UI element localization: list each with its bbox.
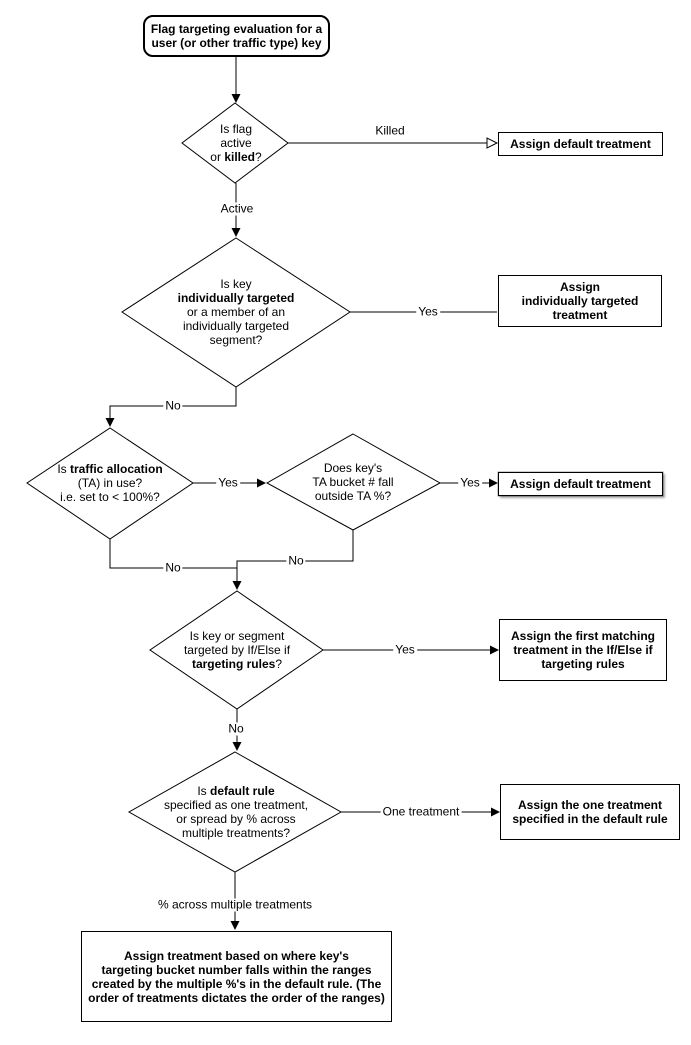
edge-label-killed: Killed: [373, 123, 407, 138]
edge-label-active: Active: [218, 201, 256, 216]
decision-traffic-allocation-text: Is traffic allocation (TA) in use? i.e. …: [57, 462, 163, 504]
result-bucket-ranges-treatment: Assign treatment based on where key's ta…: [81, 931, 392, 1022]
edge-label-yes-bucket: Yes: [458, 475, 482, 490]
arrowhead-into-one-treatment: [491, 807, 500, 817]
edge-label-one-treatment: One treatment: [380, 804, 462, 819]
edge-label-pct-across: % across multiple treatments: [155, 897, 315, 912]
start-node: Flag targeting evaluation for a user (or…: [143, 15, 330, 57]
decision-flag-active-shape: [181, 102, 289, 184]
arrowhead-hollow-into-default-treatment-1: [486, 137, 499, 149]
edge-label-yes-individual: Yes: [416, 304, 440, 319]
decision-targeting-rules-shape: [149, 590, 324, 710]
result-default-treatment-1: Assign default treatment: [498, 132, 663, 156]
result-default-treatment-2: Assign default treatment: [498, 472, 663, 496]
edge-label-yes-rules: Yes: [393, 642, 417, 657]
edge-label-no-bucket: No: [286, 553, 306, 568]
arrowhead-into-traffic-allocation: [105, 418, 115, 427]
decision-traffic-allocation-shape: [26, 427, 194, 540]
result-one-treatment: Assign the one treatment specified in th…: [500, 784, 680, 840]
result-first-matching-treatment: Assign the first matching treatment in t…: [499, 619, 667, 681]
decision-flag-active-text: Is flag active or killed?: [210, 122, 262, 164]
arrowhead-into-individually-targeted: [231, 228, 241, 237]
arrowhead-into-ta-bucket: [257, 478, 266, 488]
arrowhead-into-targeting-rules: [232, 581, 242, 590]
start-node-text: Flag targeting evaluation for a user (or…: [150, 22, 323, 50]
arrowhead-into-bucket-ranges: [230, 921, 240, 930]
decision-targeting-rules-text: Is key or segment targeted by If/Else if…: [183, 629, 291, 671]
connector-no-ta: [109, 539, 237, 569]
edge-label-no-rules: No: [226, 721, 246, 736]
decision-default-rule-text: Is default rule specified as one treatme…: [163, 784, 309, 840]
decision-individually-targeted-shape: [121, 237, 351, 388]
decision-ta-bucket-shape: [265, 433, 442, 531]
decision-individually-targeted-text: Is key individually targeted or a member…: [177, 277, 295, 347]
arrowhead-into-first-matching: [490, 645, 499, 655]
arrowhead-into-default-rule: [232, 742, 242, 751]
edge-label-no-individual: No: [163, 398, 183, 413]
edge-label-no-ta: No: [163, 560, 183, 575]
arrowhead-into-default-treatment-2: [489, 478, 498, 488]
arrowhead-into-flag-active: [231, 94, 241, 103]
decision-ta-bucket-text: Does key's TA bucket # fall outside TA %…: [312, 461, 394, 503]
edge-label-yes-ta: Yes: [216, 475, 240, 490]
result-individually-targeted-treatment: Assign individually targeted treatment: [498, 275, 662, 327]
decision-default-rule-shape: [127, 751, 343, 873]
